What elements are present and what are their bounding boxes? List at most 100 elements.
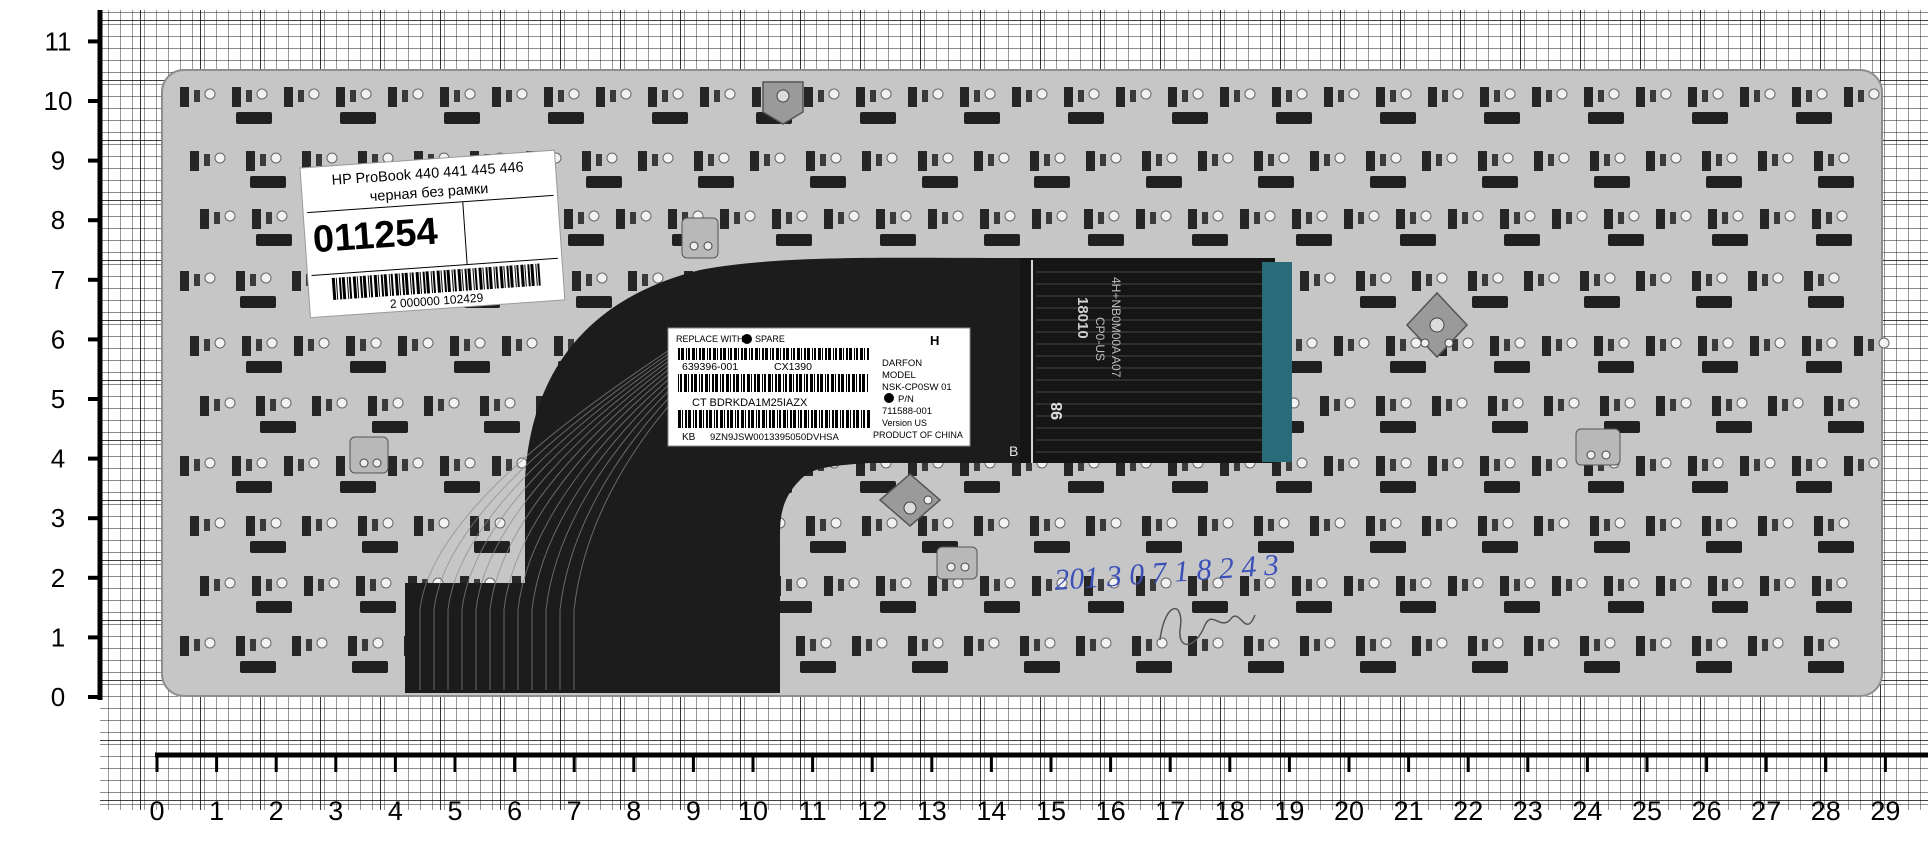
key-slot [236, 481, 272, 493]
key-stud [1300, 271, 1309, 291]
key-stud [1758, 516, 1767, 536]
key-stud [1660, 154, 1666, 166]
key-stud [708, 154, 714, 166]
barcode-bar [401, 273, 406, 296]
barcode-bar [503, 265, 506, 289]
key-stud [1480, 456, 1489, 476]
rivet [672, 88, 684, 100]
barcode-bar [846, 410, 849, 428]
rivet [260, 272, 272, 284]
barcode-bar [685, 410, 687, 428]
rivet [270, 152, 282, 164]
barcode-bar [696, 348, 697, 360]
rivet [516, 88, 528, 100]
key-stud [1702, 151, 1711, 171]
key-stud [960, 87, 969, 107]
key-stud [1482, 274, 1488, 286]
key-slot [776, 234, 812, 246]
rivet [886, 152, 898, 164]
rivet [880, 88, 892, 100]
key-stud [214, 579, 220, 591]
key-stud [1234, 90, 1240, 102]
key-stud [1552, 209, 1561, 229]
key-stud [252, 209, 261, 229]
part-label: REPLACE WITH SPARE H 639396-001 CX1390 C… [667, 327, 971, 447]
barcode-bar [728, 348, 729, 360]
key-stud [1314, 639, 1320, 651]
key-slot [1806, 361, 1842, 373]
key-stud [1268, 519, 1274, 531]
key-stud [454, 90, 460, 102]
rivet [1680, 210, 1692, 222]
ribbon-cable-edge [1262, 262, 1292, 462]
key-stud [1254, 579, 1260, 591]
barcode-bar [356, 276, 360, 299]
cable-trace [433, 329, 705, 690]
key-stud [1580, 636, 1589, 656]
rivet [1334, 152, 1346, 164]
key-stud [578, 212, 584, 224]
key-stud [294, 336, 303, 356]
key-slot [1172, 481, 1208, 493]
key-stud [852, 636, 861, 656]
x-tick-label: 22 [1453, 796, 1483, 826]
key-stud [1012, 456, 1021, 476]
key-stud [974, 90, 980, 102]
key-stud [1188, 576, 1197, 596]
rivet [280, 397, 292, 409]
key-stud [1558, 399, 1564, 411]
key-stud [1258, 639, 1264, 651]
barcode-bar [409, 272, 413, 295]
key-slot [1034, 176, 1070, 188]
rivet [1166, 517, 1178, 529]
key-stud [1442, 90, 1448, 102]
rivet [1472, 577, 1484, 589]
key-stud [1286, 90, 1292, 102]
part-label-barcode-3 [678, 410, 870, 428]
key-slot [1258, 541, 1294, 553]
y-tick-label: 9 [51, 146, 65, 176]
barcode-bar [863, 410, 865, 428]
rivet [308, 88, 320, 100]
key-slot [1588, 112, 1624, 124]
barcode-bar [820, 374, 823, 392]
rivet [214, 517, 226, 529]
rivet [652, 272, 664, 284]
rivet [256, 457, 268, 469]
barcode-bar [821, 410, 823, 428]
key-slot [1088, 601, 1124, 613]
barcode-bar [833, 348, 834, 360]
key-stud [308, 339, 314, 351]
key-stud [180, 87, 189, 107]
key-stud [1650, 639, 1656, 651]
rivet [1410, 337, 1422, 349]
key-stud [1254, 516, 1263, 536]
rivet [1514, 337, 1526, 349]
key-slot [1816, 601, 1852, 613]
key-stud [1590, 151, 1599, 171]
key-slot [1716, 421, 1752, 433]
key-stud [424, 396, 433, 416]
rivet [1868, 457, 1880, 469]
key-stud [1538, 639, 1544, 651]
barcode-bar [722, 374, 724, 392]
key-stud [1792, 87, 1801, 107]
key-stud [890, 579, 896, 591]
barcode-bar [388, 274, 392, 297]
key-stud [876, 519, 882, 531]
barcode-bar [527, 264, 531, 287]
rivet [718, 152, 730, 164]
key-slot [360, 601, 396, 613]
x-tick-label: 29 [1870, 796, 1900, 826]
key-stud [360, 339, 366, 351]
rivet [1624, 397, 1636, 409]
rivet [1110, 152, 1122, 164]
key-stud [862, 151, 871, 171]
key-stud [370, 579, 376, 591]
key-stud [1604, 209, 1613, 229]
barcode-bar [733, 374, 735, 392]
barcode-bar [398, 273, 402, 296]
barcode-bar [772, 348, 774, 360]
key-stud [1542, 336, 1551, 356]
key-stud [1356, 271, 1365, 291]
